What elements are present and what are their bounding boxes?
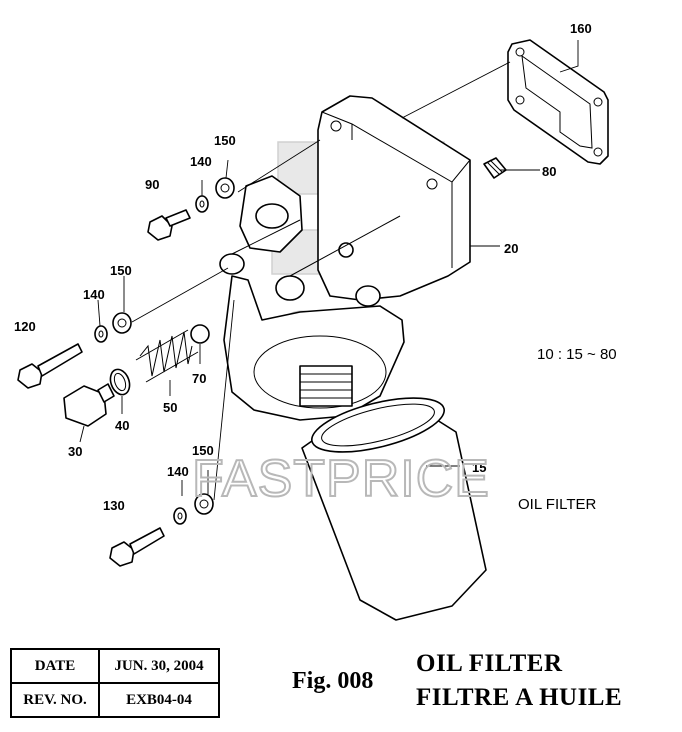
washers-upper: [195, 177, 235, 213]
washers-lower: [173, 493, 214, 525]
callout-120: 120: [14, 319, 36, 334]
date-value: JUN. 30, 2004: [98, 648, 220, 684]
washers-middle: [94, 312, 132, 343]
filter-part-15: [301, 397, 487, 621]
callout-150-lower: 150: [192, 443, 214, 458]
bolt-part-90: [147, 209, 191, 241]
o-ring-part-40: [109, 368, 131, 396]
callout-30: 30: [68, 444, 82, 459]
bolt-part-130: [109, 527, 165, 567]
leader-lines: [79, 40, 579, 501]
gasket-part-160: [507, 39, 609, 165]
filter-caption: OIL FILTER: [518, 496, 597, 513]
revision-info-table: DATE JUN. 30, 2004 REV. NO. EXB04-04: [10, 648, 220, 718]
callout-140-middle: 140: [83, 287, 105, 302]
title-english: OIL FILTER: [416, 650, 563, 677]
watermark-text: FASTPRICE: [192, 450, 490, 508]
range-note: 10 : 15 ~ 80: [537, 346, 617, 363]
callout-70: 70: [192, 371, 206, 386]
callout-160: 160: [570, 21, 592, 36]
callout-50: 50: [163, 400, 177, 415]
plug-part-30: [63, 383, 115, 427]
callout-20: 20: [504, 241, 518, 256]
plug-part-80: [483, 157, 507, 179]
callout-40: 40: [115, 418, 129, 433]
ball-part-70: [190, 324, 210, 344]
spring-part-50: [135, 329, 199, 383]
callout-150-upper: 150: [214, 133, 236, 148]
callout-140-lower: 140: [167, 464, 189, 479]
callout-90: 90: [145, 177, 159, 192]
callout-150-middle: 150: [110, 263, 132, 278]
callout-130: 130: [103, 498, 125, 513]
callout-80: 80: [542, 164, 556, 179]
date-label: DATE: [10, 648, 100, 684]
housing-part-20: [219, 95, 471, 421]
rev-label: REV. NO.: [10, 682, 100, 718]
rev-value: EXB04-04: [98, 682, 220, 718]
figure-number: Fig. 008: [292, 668, 374, 694]
callout-15: 15: [472, 460, 486, 475]
bolt-part-120: [17, 343, 83, 389]
callout-140-upper: 140: [190, 154, 212, 169]
title-french: FILTRE A HUILE: [416, 684, 623, 711]
